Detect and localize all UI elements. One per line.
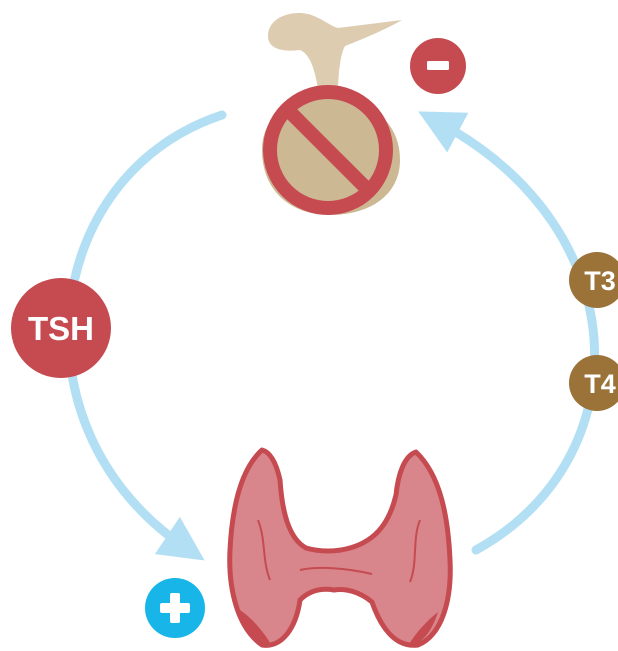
t4-label: T4 bbox=[584, 369, 616, 399]
t4-badge: T4 bbox=[569, 355, 618, 411]
tsh-label: TSH bbox=[28, 310, 94, 347]
t3-label: T3 bbox=[584, 266, 616, 296]
thyroid-gland-icon bbox=[230, 450, 450, 646]
minus-icon bbox=[410, 38, 466, 94]
plus-icon bbox=[145, 578, 205, 638]
right-arrow-arc bbox=[438, 122, 595, 550]
tsh-badge: TSH bbox=[11, 278, 111, 378]
